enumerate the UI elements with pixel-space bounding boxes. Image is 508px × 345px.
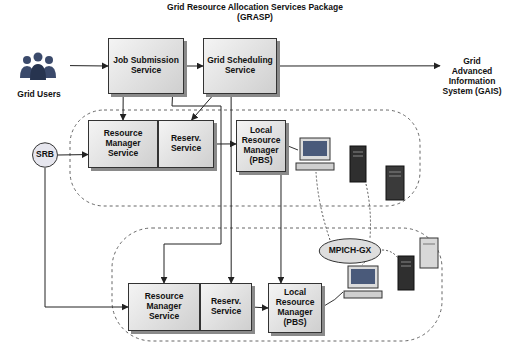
node-label: Reserv. Service xyxy=(204,297,248,317)
tower-server xyxy=(420,238,438,268)
desktop-computer xyxy=(344,266,382,298)
node-label: MPICH-GX xyxy=(329,246,372,256)
tower-server xyxy=(350,146,366,182)
node-label: Local Resource Manager (PBS) xyxy=(272,288,318,327)
title-text: Grid Resource Allocation Services Packag… xyxy=(167,2,343,22)
wire xyxy=(316,172,330,240)
middleware-ellipse: MPICH-GX xyxy=(318,238,382,264)
node-label: SRB xyxy=(36,150,54,160)
service-box: Reserv. Service xyxy=(200,283,252,331)
node-label: Grid Users xyxy=(17,90,60,100)
wire xyxy=(382,250,398,258)
connector-arrow xyxy=(280,172,281,283)
service-box: Local Resource Manager (PBS) xyxy=(236,120,286,172)
service-box: Grid Scheduling Service xyxy=(203,38,277,94)
service-box: Reserv. Service xyxy=(158,120,214,168)
node-label: Reserv. Service xyxy=(162,134,210,154)
connector-arrow xyxy=(252,307,268,308)
node-label: Grid Advanced Information System (GAIS) xyxy=(442,57,502,96)
service-box: Job Submission Service xyxy=(108,38,184,94)
connector-arrow xyxy=(58,154,88,155)
service-box: Resource Manager Service xyxy=(128,283,200,331)
connector-arrow xyxy=(70,65,108,66)
connector-arrow xyxy=(214,143,236,144)
tower-server xyxy=(398,256,414,290)
connector-arrow xyxy=(277,65,440,66)
wire xyxy=(288,146,298,150)
service-box: Local Resource Manager (PBS) xyxy=(268,283,322,333)
diagram-title: Grid Resource Allocation Services Packag… xyxy=(160,3,350,23)
user-group: Grid Users xyxy=(8,50,70,102)
connector-arrow xyxy=(184,66,203,67)
node-label: Grid Scheduling Service xyxy=(207,56,273,76)
connector-arrow xyxy=(231,94,232,283)
connector-arrow xyxy=(45,168,128,307)
connector-arrow xyxy=(192,94,215,120)
node-label: Job Submission Service xyxy=(112,56,180,76)
tower-server xyxy=(386,166,404,200)
cluster-outline xyxy=(112,228,442,341)
connector-arrow xyxy=(123,94,124,120)
users-icon xyxy=(20,53,56,81)
service-box: Resource Manager Service xyxy=(88,120,158,168)
cluster-outline xyxy=(70,110,420,206)
wire xyxy=(324,292,343,306)
node-label: Resource Manager Service xyxy=(92,129,154,158)
node-label: Resource Manager Service xyxy=(132,292,196,321)
storage-circle: SRB xyxy=(32,142,58,168)
desktop-computer xyxy=(296,138,334,170)
node-label: Local Resource Manager (PBS) xyxy=(240,126,282,165)
wire xyxy=(366,184,371,238)
system-label: Grid Advanced Information System (GAIS) xyxy=(440,46,504,108)
